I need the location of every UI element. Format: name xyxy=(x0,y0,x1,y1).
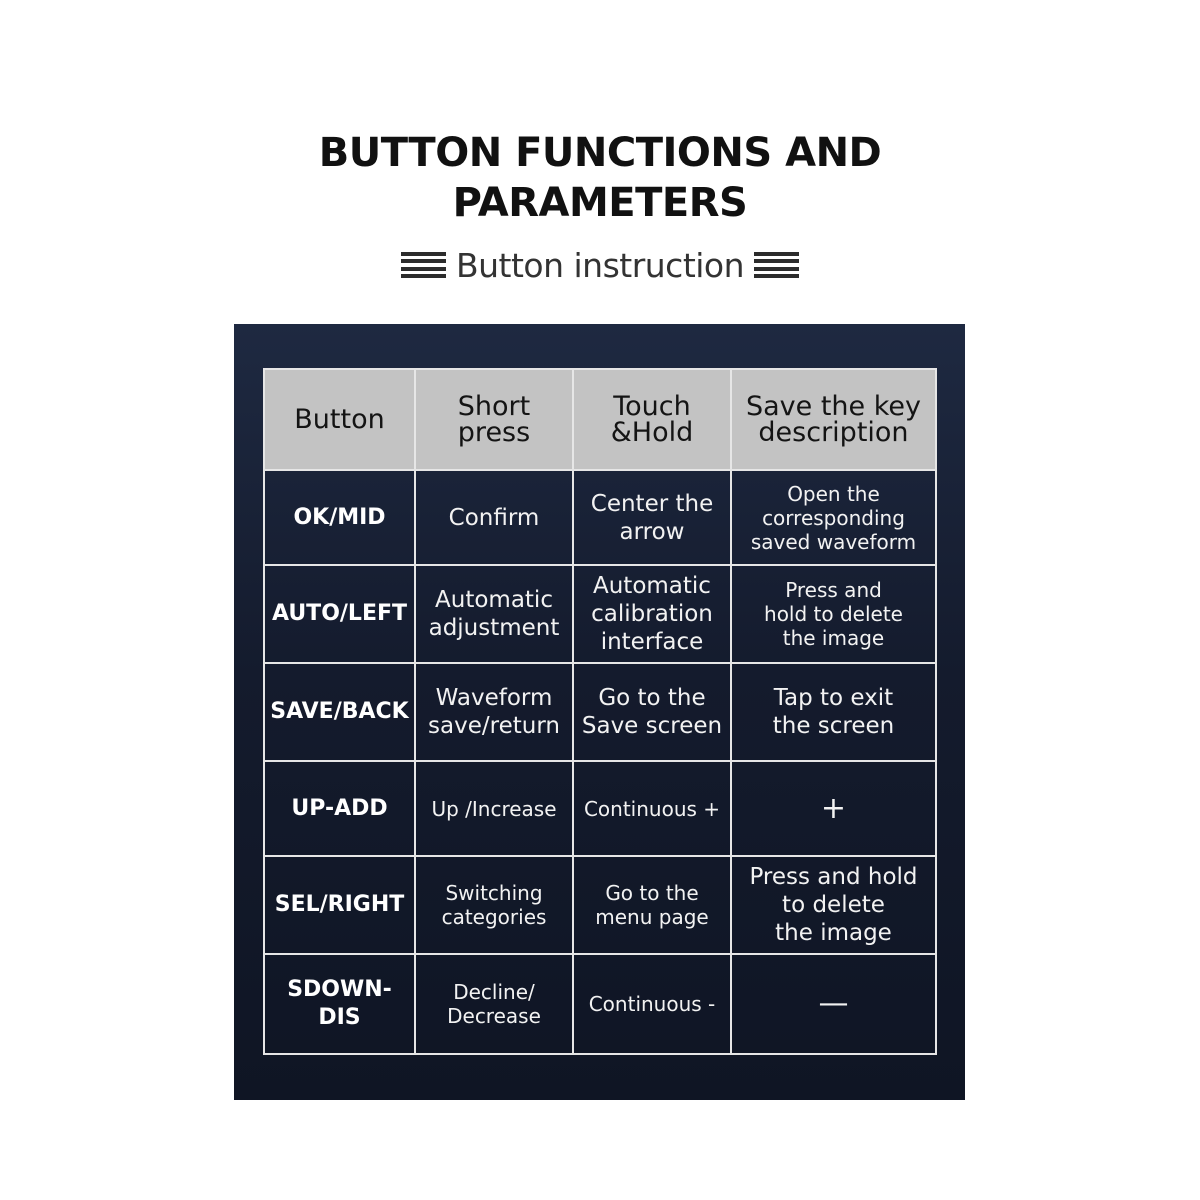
table-row: UP-ADD Up /Increase Continuous + + xyxy=(263,760,937,857)
save-key-cell: Press and hold to delete the image xyxy=(730,564,937,664)
touch-hold-cell: Center the arrow xyxy=(572,469,732,566)
touch-hold-cell: Go to the menu page xyxy=(572,855,732,955)
table-row: SAVE/BACK Waveform save/return Go to the… xyxy=(263,662,937,762)
title-line-1: BUTTON FUNCTIONS AND xyxy=(318,130,882,176)
save-key-cell: + xyxy=(730,760,937,857)
touch-hold-cell: Go to the Save screen xyxy=(572,662,732,762)
save-key-cell: — xyxy=(730,953,937,1055)
header-cell-save-key: Save the key description xyxy=(730,368,937,471)
left-lines-icon xyxy=(400,251,446,279)
right-lines-icon xyxy=(754,251,800,279)
header-cell-touch-hold: Touch &Hold xyxy=(572,368,732,471)
save-key-cell: Press and hold to delete the image xyxy=(730,855,937,955)
short-press-cell: Decline/ Decrease xyxy=(414,953,574,1055)
button-name-cell: SEL/RIGHT xyxy=(263,855,416,955)
touch-hold-cell: Automatic calibration interface xyxy=(572,564,732,664)
save-key-cell: Tap to exit the screen xyxy=(730,662,937,762)
subtitle-row: Button instruction xyxy=(0,240,1200,290)
short-press-cell: Waveform save/return xyxy=(414,662,574,762)
header-cell-button: Button xyxy=(263,368,416,471)
table-row: SDOWN-DIS Decline/ Decrease Continuous -… xyxy=(263,953,937,1055)
button-name-cell: SDOWN-DIS xyxy=(263,953,416,1055)
title-line-2: PARAMETERS xyxy=(452,180,748,226)
page-title: BUTTON FUNCTIONS AND PARAMETERS xyxy=(0,128,1200,228)
short-press-cell: Up /Increase xyxy=(414,760,574,857)
touch-hold-cell: Continuous + xyxy=(572,760,732,857)
short-press-cell: Confirm xyxy=(414,469,574,566)
table-row: AUTO/LEFT Automatic adjustment Automatic… xyxy=(263,564,937,664)
subtitle: Button instruction xyxy=(455,245,745,285)
short-press-cell: Switching categories xyxy=(414,855,574,955)
button-name-cell: SAVE/BACK xyxy=(263,662,416,762)
table-row: OK/MID Confirm Center the arrow Open the… xyxy=(263,469,937,566)
button-name-cell: UP-ADD xyxy=(263,760,416,857)
table-row: SEL/RIGHT Switching categories Go to the… xyxy=(263,855,937,955)
button-name-cell: AUTO/LEFT xyxy=(263,564,416,664)
header-row: Button Short press Touch &Hold Save the … xyxy=(263,368,937,471)
touch-hold-cell: Continuous - xyxy=(572,953,732,1055)
save-key-cell: Open the corresponding saved waveform xyxy=(730,469,937,566)
button-name-cell: OK/MID xyxy=(263,469,416,566)
button-functions-table: Button Short press Touch &Hold Save the … xyxy=(263,368,937,1055)
header-cell-short-press: Short press xyxy=(414,368,574,471)
short-press-cell: Automatic adjustment xyxy=(414,564,574,664)
